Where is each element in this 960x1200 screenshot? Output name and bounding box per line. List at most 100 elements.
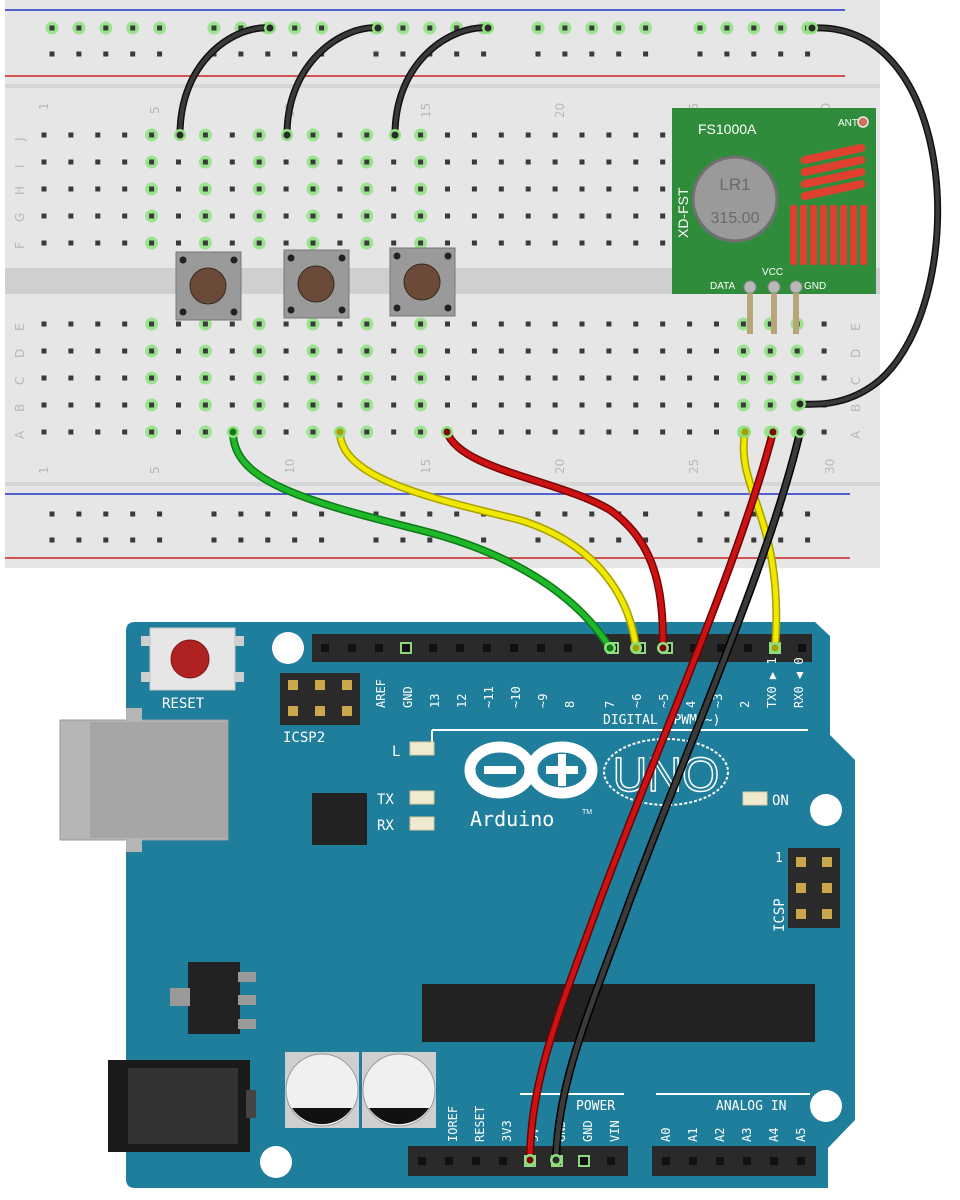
button-cap[interactable] [297,265,335,303]
breadboard-hole [445,402,450,408]
breadboard-hole [778,537,784,543]
breadboard-hole [606,348,612,354]
breadboard-hole [471,375,477,381]
col-number-top: 15 [419,103,433,118]
breadboard-hole [310,321,316,327]
header-pin[interactable] [499,1157,507,1165]
breadboard-hole [400,25,406,31]
pin-label: 13 [428,694,442,708]
wire-end[interactable] [552,1156,560,1164]
wire-end[interactable] [266,24,274,32]
breadboard-hole [498,429,504,435]
wire-end[interactable] [374,24,382,32]
rf-pin-vcc-label: VCC [762,267,783,278]
wire-end[interactable] [659,644,667,652]
breadboard-hole [778,51,784,57]
header-pin[interactable] [580,1157,588,1165]
header-pin[interactable] [375,644,383,652]
header-pin[interactable] [798,644,806,652]
breadboard-hole [130,511,136,517]
breadboard-hole [740,321,746,327]
breadboard-hole [319,511,325,517]
header-pin[interactable] [321,644,329,652]
breadboard-hole [292,511,298,517]
breadboard-hole [391,348,397,354]
wire-end[interactable] [443,428,451,436]
pushbutton-2[interactable] [283,249,350,319]
breadboard-hole [498,240,504,246]
breadboard-hole [238,25,244,31]
wire-end[interactable] [771,644,779,652]
breadboard-hole [633,186,639,192]
button-cap[interactable] [189,267,227,305]
reset-label: RESET [162,696,205,712]
header-pin[interactable] [690,644,698,652]
pin-label: ~9 [536,694,550,708]
reset-button[interactable] [141,627,244,691]
wire-end[interactable] [526,1156,534,1164]
wire-end[interactable] [796,428,804,436]
wire-end[interactable] [796,400,804,408]
breadboard-hole [229,375,235,381]
breadboard-hole [471,213,477,219]
pushbutton-1[interactable] [175,251,242,321]
wire-end[interactable] [808,24,816,32]
wire-end[interactable] [769,428,777,436]
wire-end[interactable] [336,428,344,436]
led-rx-label: RX [377,818,394,834]
header-pin[interactable] [402,644,410,652]
header-pin[interactable] [445,1157,453,1165]
header-pin[interactable] [348,644,356,652]
header-pin[interactable] [744,644,752,652]
breadboard-hole [552,348,558,354]
header-pin[interactable] [510,644,518,652]
breadboard-hole [364,213,370,219]
header-pin[interactable] [743,1157,751,1165]
wire-end[interactable] [484,24,492,32]
wire-end[interactable] [229,428,237,436]
header-pin[interactable] [716,1157,724,1165]
breadboard-hole [310,375,316,381]
breadboard-hole [319,25,325,31]
wire-end[interactable] [741,428,749,436]
header-pin[interactable] [770,1157,778,1165]
wire-end[interactable] [283,131,291,139]
pin-label: RESET [473,1106,487,1142]
breadboard-hole [740,348,746,354]
header-pin[interactable] [689,1157,697,1165]
breadboard-hole [391,321,397,327]
header-pin[interactable] [717,644,725,652]
header-pin[interactable] [456,644,464,652]
header-pin[interactable] [797,1157,805,1165]
breadboard-hole [364,348,370,354]
header-pin[interactable] [564,644,572,652]
wire-end[interactable] [391,131,399,139]
header-pin[interactable] [607,1157,615,1165]
pin-label: A2 [713,1128,727,1142]
pushbutton-3[interactable] [389,247,456,317]
breadboard-hole [373,51,379,57]
header-pin[interactable] [429,644,437,652]
header-pin[interactable] [662,1157,670,1165]
breadboard-hole [41,321,47,327]
wire-end[interactable] [632,644,640,652]
header-pin[interactable] [537,644,545,652]
breadboard-hole [498,132,504,138]
breadboard-hole [229,213,235,219]
reset-cap[interactable] [170,639,210,679]
header-pin[interactable] [418,1157,426,1165]
breadboard-hole [697,51,703,57]
breadboard-hole [41,348,47,354]
wire-end[interactable] [606,644,614,652]
breadboard-hole [687,429,693,435]
breadboard-hole [418,159,424,165]
button-corner-dot [287,306,295,314]
wire-end[interactable] [176,131,184,139]
breadboard-hole [157,537,163,543]
col-number-bottom: 1 [37,466,51,474]
button-cap[interactable] [403,263,441,301]
header-pin[interactable] [472,1157,480,1165]
breadboard-hole [740,402,746,408]
breadboard-hole [724,537,730,543]
header-pin[interactable] [483,644,491,652]
